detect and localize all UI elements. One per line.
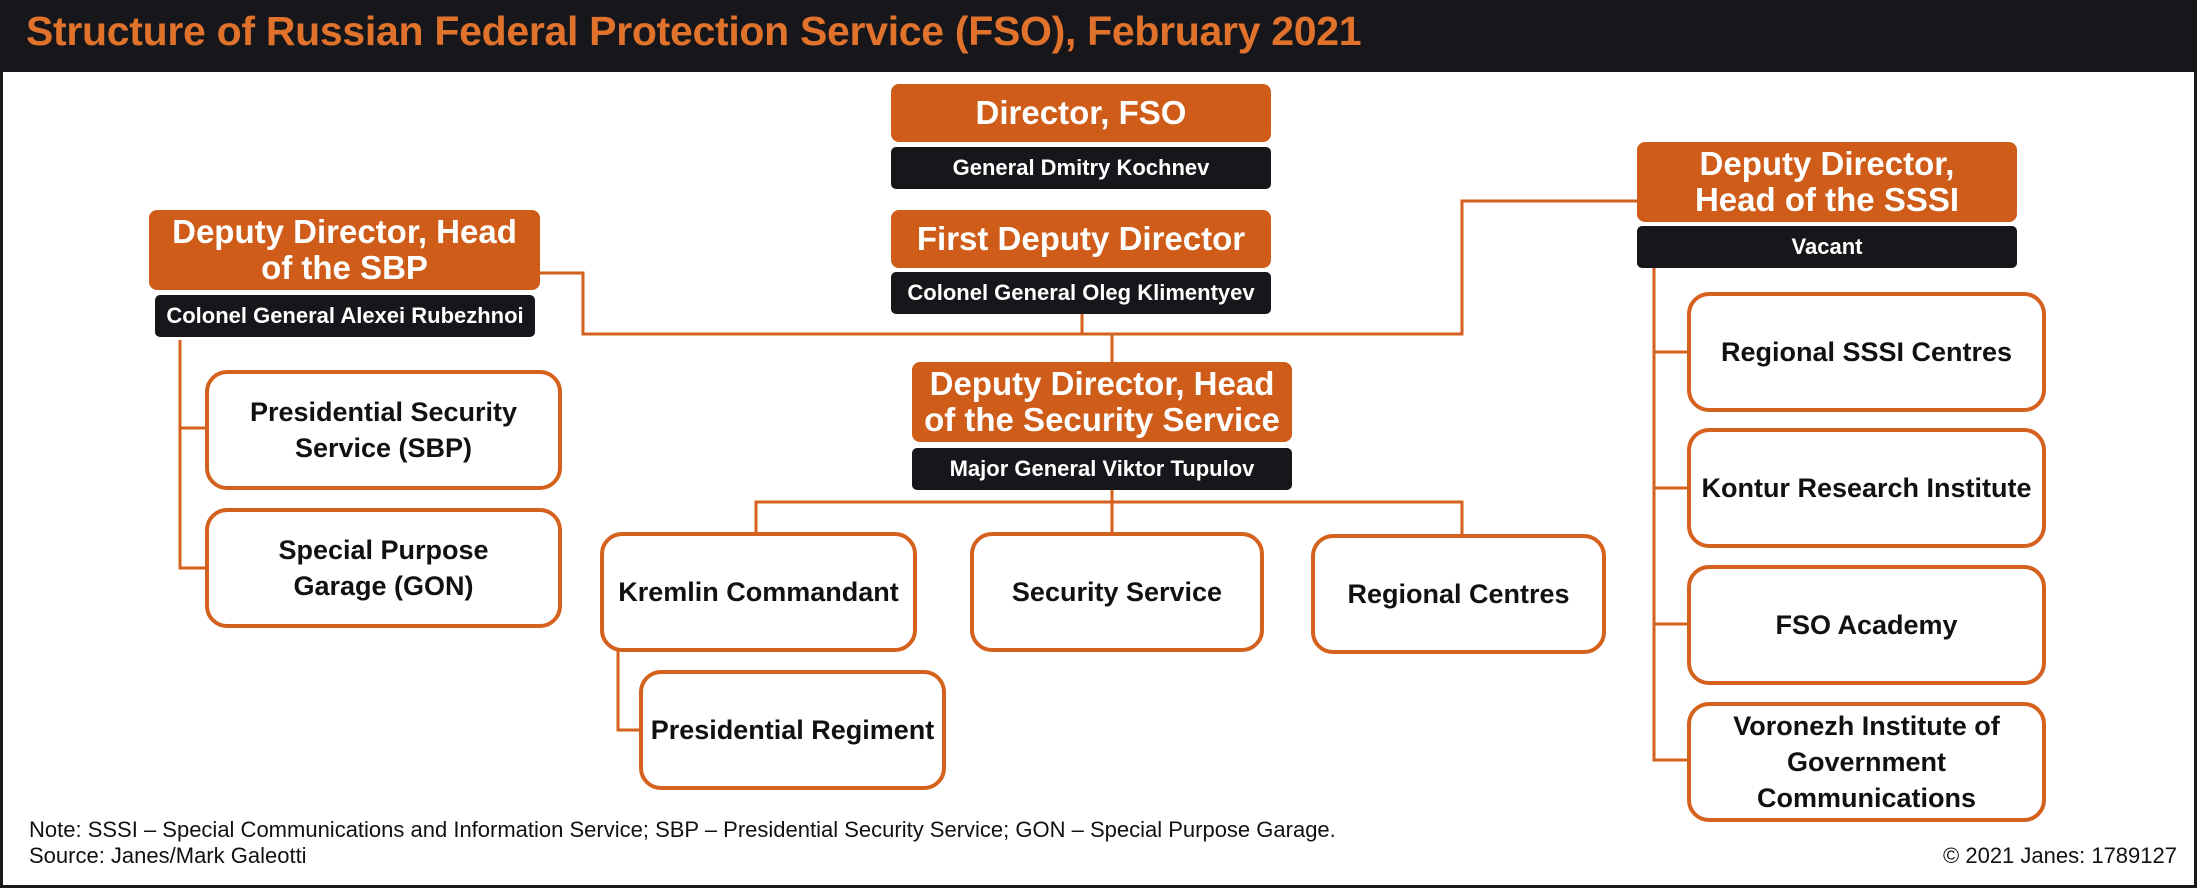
director-holder: General Dmitry Kochnev — [891, 147, 1271, 189]
sbp-deputy-title-box: Deputy Director, Head of the SBP — [149, 210, 540, 290]
unit-special-purpose-garage: Special Purpose Garage (GON) — [205, 508, 562, 628]
security-deputy-holder: Major General Viktor Tupulov — [912, 448, 1292, 490]
diagram-title: Structure of Russian Federal Protection … — [26, 8, 1362, 54]
footer-note: Note: SSSI – Special Communications and … — [29, 817, 1336, 842]
security-deputy-title-box: Deputy Director, Head of the Security Se… — [912, 362, 1292, 442]
unit-security-service: Security Service — [970, 532, 1264, 652]
unit-presidential-security-service: Presidential Security Service (SBP) — [205, 370, 562, 490]
footer-source: Source: Janes/Mark Galeotti — [29, 843, 307, 868]
title-bar: Structure of Russian Federal Protection … — [0, 0, 2197, 72]
footer-copyright: © 2021 Janes: 1789127 — [1943, 843, 2177, 868]
sbp-deputy-holder: Colonel General Alexei Rubezhnoi — [155, 295, 535, 337]
sssi-deputy-holder: Vacant — [1637, 226, 2017, 268]
unit-voronezh-institute: Voronezh Institute of Government Communi… — [1687, 702, 2046, 822]
director-title-box: Director, FSO — [891, 84, 1271, 142]
unit-presidential-regiment: Presidential Regiment — [639, 670, 946, 790]
connector-sbp-to-bus — [540, 271, 1082, 336]
unit-kremlin-commandant: Kremlin Commandant — [600, 532, 917, 652]
connector-bus-to-sssi — [1082, 199, 1637, 336]
connector-sssi-units — [1652, 268, 1689, 762]
unit-regional-centres: Regional Centres — [1311, 534, 1606, 654]
connector-sbp-units — [178, 340, 207, 570]
connector-kremlin-to-regiment — [616, 650, 641, 732]
unit-fso-academy: FSO Academy — [1687, 565, 2046, 685]
sssi-deputy-title-box: Deputy Director, Head of the SSSI — [1637, 142, 2017, 222]
unit-kontur-research-institute: Kontur Research Institute — [1687, 428, 2046, 548]
first-deputy-title-box: First Deputy Director — [891, 210, 1271, 268]
first-deputy-holder: Colonel General Oleg Klimentyev — [891, 272, 1271, 314]
unit-regional-sssi-centres: Regional SSSI Centres — [1687, 292, 2046, 412]
